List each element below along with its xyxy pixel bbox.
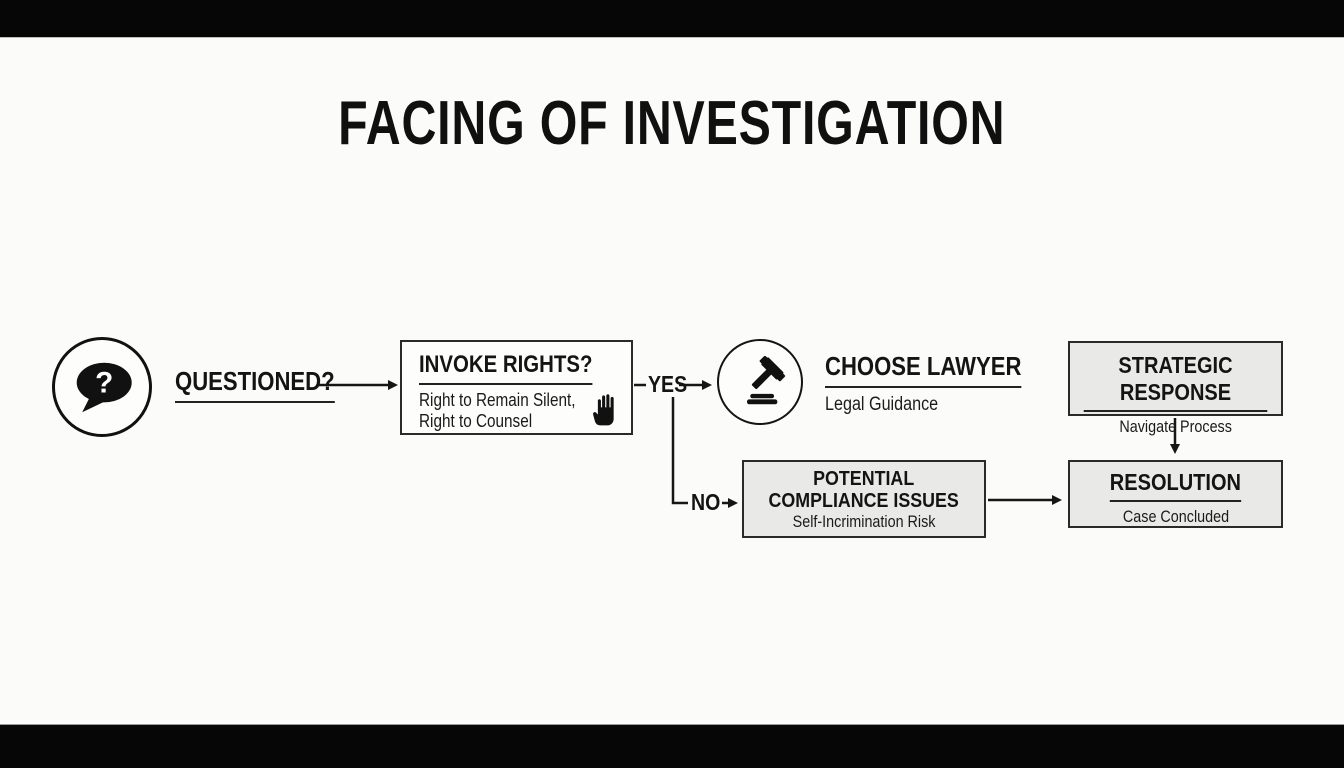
- invoke-rights-subtitle: Right to Remain Silent, Right to Counsel: [419, 390, 576, 431]
- lawyer-node-circle: [717, 339, 803, 425]
- compliance-issues-node: POTENTIAL COMPLIANCE ISSUES Self-Incrimi…: [742, 460, 986, 538]
- resolution-title: RESOLUTION: [1070, 469, 1281, 502]
- compliance-issues-title: POTENTIAL COMPLIANCE ISSUES: [768, 467, 960, 513]
- speech-bubble-question-icon: ?: [76, 362, 132, 413]
- no-branch-label: NO: [691, 489, 721, 515]
- invoke-rights-title: INVOKE RIGHTS?: [419, 351, 619, 385]
- questioned-label: QUESTIONED?: [175, 366, 363, 403]
- gavel-icon: [747, 356, 786, 405]
- yes-branch-label: YES: [648, 371, 688, 397]
- compliance-issues-subtitle: Self-Incrimination Risk: [792, 513, 936, 532]
- letterbox-bar-bottom: [0, 724, 1344, 768]
- letterbox-bar-top: [0, 0, 1344, 38]
- raised-hand-icon: [591, 393, 621, 426]
- page-title: FACING OF INVESTIGATION: [338, 89, 1006, 158]
- choose-lawyer-title: CHOOSE LAWYER: [825, 351, 1056, 388]
- choose-lawyer-node: CHOOSE LAWYER Legal Guidance: [825, 351, 1056, 416]
- elbow-branch-down: [671, 397, 688, 505]
- choose-lawyer-subtitle: Legal Guidance: [825, 394, 939, 415]
- strategic-response-title: STRATEGIC RESPONSE: [1070, 352, 1281, 412]
- strategic-response-subtitle: Navigate Process: [1119, 418, 1232, 436]
- resolution-node: RESOLUTION Case Concluded: [1068, 460, 1283, 528]
- title-row: FACING OF INVESTIGATION: [0, 88, 1344, 159]
- resolution-subtitle: Case Concluded: [1122, 508, 1229, 526]
- questioned-node-circle: ?: [52, 337, 152, 437]
- invoke-rights-node: INVOKE RIGHTS? Right to Remain Silent, R…: [400, 340, 633, 435]
- question-glyph: ?: [95, 367, 113, 400]
- strategic-response-node: STRATEGIC RESPONSE Navigate Process: [1068, 341, 1283, 436]
